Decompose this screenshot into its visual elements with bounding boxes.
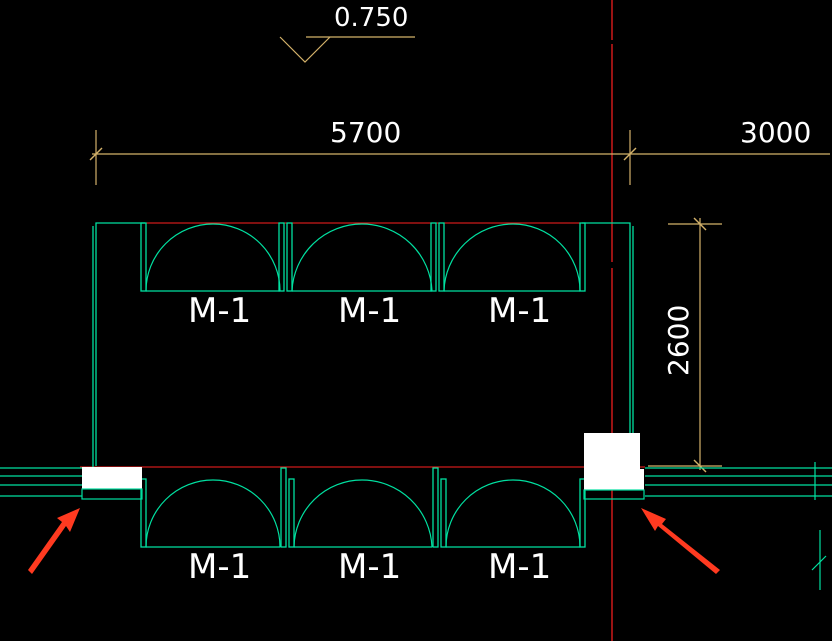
door-labels-bottom: M-1 M-1 M-1 xyxy=(188,547,551,587)
door-swings-bottom xyxy=(145,479,581,548)
dimension-label-left: 5700 xyxy=(330,116,401,149)
room-walls xyxy=(92,222,634,548)
column-right-upper xyxy=(584,433,640,469)
arrow-right-icon xyxy=(641,508,720,574)
dimension-vertical: 2600 xyxy=(648,217,722,473)
door-label-top-2: M-1 xyxy=(338,291,401,331)
column-left xyxy=(82,467,142,489)
door-label-bottom-2: M-1 xyxy=(338,547,401,587)
exterior-walls xyxy=(0,462,832,590)
door-label-top-3: M-1 xyxy=(488,291,551,331)
arrow-left-icon xyxy=(28,508,80,574)
elevation-label: 0.750 xyxy=(334,3,408,33)
dimension-label-right: 3000 xyxy=(740,116,811,149)
column-right-lower xyxy=(584,469,644,490)
door-labels-top: M-1 M-1 M-1 xyxy=(188,291,551,331)
door-swings-top xyxy=(145,223,581,292)
columns xyxy=(81,433,645,500)
door-label-bottom-3: M-1 xyxy=(488,547,551,587)
door-label-top-1: M-1 xyxy=(188,291,251,331)
door-label-bottom-1: M-1 xyxy=(188,547,251,587)
elevation-marker: 0.750 xyxy=(279,3,415,63)
annotation-arrows xyxy=(28,508,720,574)
dimension-top: 5700 3000 xyxy=(89,116,830,185)
dimension-label-vertical: 2600 xyxy=(662,305,695,376)
